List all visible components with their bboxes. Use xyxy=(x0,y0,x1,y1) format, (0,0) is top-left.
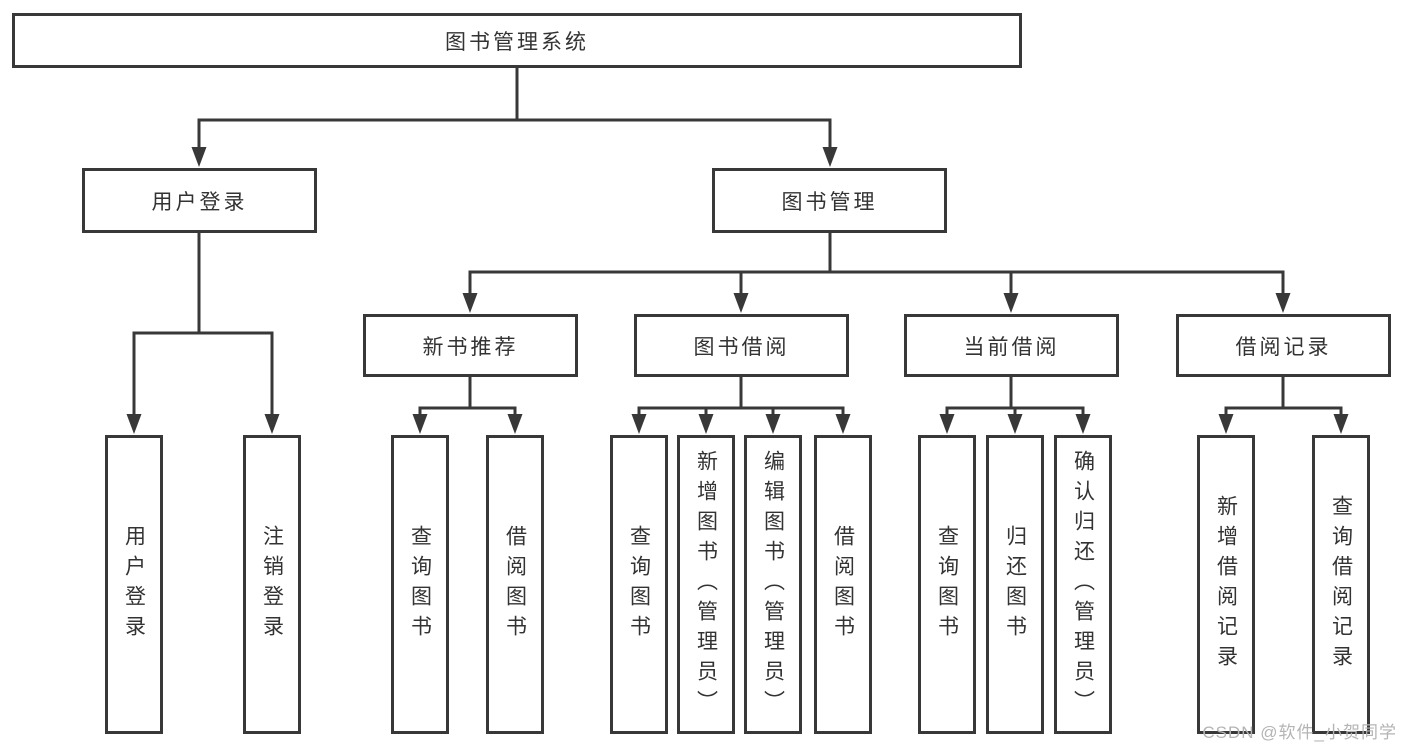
leaf-add-borrow-record: 新增借阅记录 xyxy=(1197,435,1255,734)
node-book-borrow-label: 图书借阅 xyxy=(693,335,790,359)
leaf-add-book-admin-label: 新增图书（管理员） xyxy=(694,449,718,720)
leaf-add-book-admin: 新增图书（管理员） xyxy=(677,435,735,734)
node-user-login-label: 用户登录 xyxy=(151,190,248,214)
leaf-user-login-label: 用户登录 xyxy=(122,524,146,645)
node-borrow-records-label: 借阅记录 xyxy=(1235,335,1332,359)
leaf-borrow-books-label: 借阅图书 xyxy=(831,524,855,645)
leaf-confirm-return-admin-label: 确认归还（管理员） xyxy=(1071,449,1095,720)
leaf-query-books-borrow: 查询图书 xyxy=(610,435,668,734)
leaf-query-books-current-label: 查询图书 xyxy=(935,524,959,645)
connector-new-book-to-leaves xyxy=(412,375,523,434)
node-user-login: 用户登录 xyxy=(82,168,317,233)
leaf-query-borrow-record-label: 查询借阅记录 xyxy=(1329,494,1353,675)
leaf-query-books-recommend: 查询图书 xyxy=(391,435,449,734)
node-new-book-recommend-label: 新书推荐 xyxy=(422,335,519,359)
leaf-edit-book-admin: 编辑图书（管理员） xyxy=(744,435,802,734)
leaf-borrow-books-recommend-label: 借阅图书 xyxy=(503,524,527,645)
connector-book-management-to-level3 xyxy=(462,231,1291,313)
connector-user-login-to-leaves xyxy=(126,231,280,434)
node-root-label: 图书管理系统 xyxy=(445,30,589,54)
node-borrow-records: 借阅记录 xyxy=(1176,314,1391,377)
leaf-confirm-return-admin: 确认归还（管理员） xyxy=(1054,435,1112,734)
leaf-edit-book-admin-label: 编辑图书（管理员） xyxy=(761,449,785,720)
leaf-borrow-books: 借阅图书 xyxy=(814,435,872,734)
node-current-borrow-label: 当前借阅 xyxy=(963,335,1060,359)
connector-borrow-records-to-leaves xyxy=(1218,375,1349,434)
leaf-add-borrow-record-label: 新增借阅记录 xyxy=(1214,494,1238,675)
node-book-management: 图书管理 xyxy=(712,168,947,233)
leaf-query-borrow-record: 查询借阅记录 xyxy=(1312,435,1370,734)
node-new-book-recommend: 新书推荐 xyxy=(363,314,578,377)
leaf-query-books-borrow-label: 查询图书 xyxy=(627,524,651,645)
leaf-return-books-label: 归还图书 xyxy=(1003,524,1027,645)
node-book-management-label: 图书管理 xyxy=(781,190,878,214)
leaf-return-books: 归还图书 xyxy=(986,435,1044,734)
connector-book-borrow-to-leaves xyxy=(631,375,851,434)
node-root: 图书管理系统 xyxy=(12,13,1022,68)
watermark: CSDN @软件_小贺同学 xyxy=(1202,723,1397,742)
leaf-query-books-current: 查询图书 xyxy=(918,435,976,734)
leaf-query-books-recommend-label: 查询图书 xyxy=(408,524,432,645)
node-current-borrow: 当前借阅 xyxy=(904,314,1119,377)
node-book-borrow: 图书借阅 xyxy=(634,314,849,377)
leaf-logout-label: 注销登录 xyxy=(260,524,284,645)
leaf-borrow-books-recommend: 借阅图书 xyxy=(486,435,544,734)
leaf-user-login: 用户登录 xyxy=(105,435,163,734)
connector-current-borrow-to-leaves xyxy=(939,375,1091,434)
leaf-logout: 注销登录 xyxy=(243,435,301,734)
connector-root-to-level2 xyxy=(191,66,838,167)
